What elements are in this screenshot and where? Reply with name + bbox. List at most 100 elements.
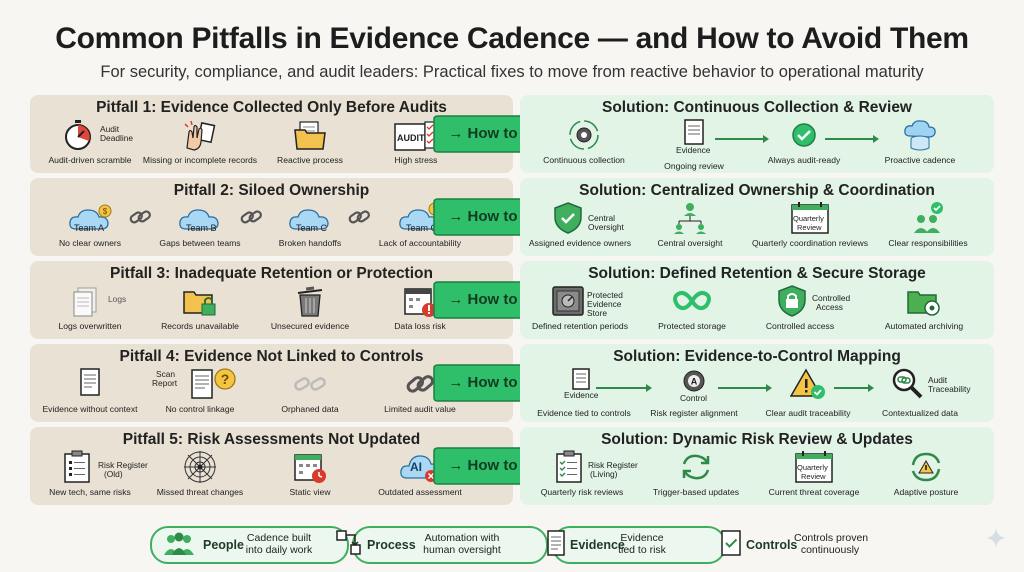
mini-label: Review	[797, 223, 822, 232]
solution-item: Risk Register (Living) Quarterly risk re…	[528, 449, 638, 505]
trash-icon	[292, 284, 328, 318]
pillar-desc-line: Evidence	[620, 532, 664, 544]
flow-segment	[352, 526, 548, 564]
item-caption: Quarterly risk reviews	[540, 487, 624, 497]
archive-folder-icon	[906, 284, 942, 318]
item-caption: Broken handoffs	[278, 238, 342, 248]
gear-cycle-icon	[566, 118, 602, 152]
spiderweb-icon	[182, 450, 218, 484]
mini-label: Risk Register	[98, 460, 148, 470]
item-caption: Audit-driven scramble	[48, 155, 132, 165]
mini-label: Controlled	[812, 293, 851, 303]
pitfall-row-3: Pitfall 3: Inadequate Retention or Prote…	[30, 261, 994, 339]
pillar-desc-line: Controls proven	[794, 532, 869, 544]
solution-item: Central Oversight Assigned evidence owne…	[526, 200, 634, 256]
item-caption: Data loss risk	[394, 321, 446, 331]
solution-item: Automated archiving	[870, 283, 978, 339]
mini-label: Central	[588, 213, 615, 223]
pitfall-item: $ Team A No clear owners	[36, 200, 144, 256]
pillar-desc: Evidence tied to risk	[614, 532, 670, 556]
broken-link-icon	[292, 367, 328, 401]
mini-label: Risk Register	[588, 460, 638, 470]
pitfall-panel: Pitfall 5: Risk Assessments Not Updated …	[30, 427, 513, 505]
solution-panel: Solution: Centralized Ownership & Coordi…	[520, 178, 994, 256]
item-caption: New tech, same risks	[49, 487, 131, 497]
mini-label: Report	[152, 378, 178, 388]
item-caption: No control linkage	[165, 404, 235, 414]
solution-item: Quarterly Review Quarterly coordination …	[752, 200, 868, 256]
connector-arrow	[596, 384, 652, 392]
document-icon	[72, 367, 108, 401]
calendar-clock-icon	[292, 450, 328, 484]
item-caption: Clear responsibilities	[888, 238, 968, 248]
pitfall-item: Reactive process	[256, 117, 364, 173]
adaptive-cycle-icon	[908, 450, 944, 484]
item-caption: Quarterly coordination reviews	[751, 238, 869, 248]
evidence-doc-icon	[546, 529, 566, 557]
pitfall-title: Pitfall 4: Evidence Not Linked to Contro…	[119, 348, 424, 365]
solution-item: Controlled Access Controlled access	[746, 283, 854, 339]
document-icon	[568, 367, 604, 401]
mini-label: (Living)	[590, 469, 618, 479]
pitfall-item: Missed threat changes	[146, 449, 254, 505]
mini-label: Team C	[296, 223, 328, 233]
item-caption: Proactive cadence	[884, 155, 956, 165]
solution-title: Solution: Defined Retention & Secure Sto…	[588, 265, 926, 282]
item-caption: No clear owners	[58, 238, 122, 248]
solution-item: Always audit-ready	[750, 117, 858, 173]
mini-label: Team B	[186, 223, 217, 233]
pitfall-title: Pitfall 3: Inadequate Retention or Prote…	[110, 265, 433, 282]
item-caption: Ongoing review	[664, 161, 724, 171]
calendar-alert-icon	[402, 284, 438, 318]
pitfall-item: Records unavailable	[146, 283, 254, 339]
mini-label: AUDIT	[397, 133, 425, 143]
mini-label: AI	[410, 460, 422, 474]
pitfall-item: Limited audit value	[366, 366, 474, 422]
pitfall-row-4: Pitfall 4: Evidence Not Linked to Contro…	[30, 344, 994, 422]
mini-label: Quarterly	[797, 463, 828, 472]
solution-item: Evidence Ongoing review	[640, 117, 748, 173]
item-caption: Evidence without context	[42, 404, 138, 414]
mini-label: Logs	[108, 294, 127, 304]
item-caption: Reactive process	[277, 155, 343, 165]
connector-arrow	[825, 135, 879, 143]
solution-item: Quarterly Review Current threat coverage	[760, 449, 868, 505]
mini-label: Access	[816, 302, 843, 312]
shield-lock-icon	[774, 284, 810, 318]
mini-label: Scan	[156, 369, 176, 379]
pillar-desc-line: Cadence built	[246, 532, 312, 544]
pitfall-panel: Pitfall 1: Evidence Collected Only Befor…	[30, 95, 513, 173]
solution-panel: Solution: Defined Retention & Secure Sto…	[520, 261, 994, 339]
pitfall-item: Data loss risk	[366, 283, 474, 339]
shield-check-icon	[550, 201, 586, 235]
pitfall-panel: Pitfall 4: Evidence Not Linked to Contro…	[30, 344, 513, 422]
solution-panel: Solution: Continuous Collection & Review…	[520, 95, 994, 173]
solution-item: Continuous collection	[530, 117, 638, 173]
clipboard-icon	[60, 450, 96, 484]
folder-icon	[292, 118, 328, 152]
link-icon	[128, 206, 152, 228]
cloud-team-icon	[287, 201, 333, 235]
item-caption: Missing or incomplete records	[142, 155, 258, 165]
pitfall-item: Evidence without context	[36, 366, 144, 422]
sparkle-icon	[985, 527, 1007, 549]
svg-text:A: A	[691, 377, 698, 387]
solution-item: Audit Traceability Contextualized data	[866, 366, 974, 422]
mini-label: Control	[680, 393, 707, 403]
pillar-desc-line: continuously	[800, 544, 860, 556]
pitfall-row-1: Pitfall 1: Evidence Collected Only Befor…	[30, 95, 994, 173]
link-icon	[402, 367, 438, 401]
item-caption: Continuous collection	[543, 155, 625, 165]
solution-title: Solution: Dynamic Risk Review & Updates	[601, 431, 913, 448]
item-caption: Orphaned data	[281, 404, 339, 414]
pitfall-item: Missing or incomplete records	[143, 117, 257, 173]
item-caption: Automated archiving	[884, 321, 964, 331]
pitfall-title: Pitfall 5: Risk Assessments Not Updated	[122, 431, 421, 448]
mini-label: Oversight	[588, 222, 624, 232]
calendar-review-icon	[794, 450, 834, 484]
pillar-desc-line: tied to risk	[618, 544, 666, 556]
item-caption: Evidence tied to controls	[537, 408, 631, 418]
pillar-desc: Controls proven continuously	[794, 532, 869, 556]
item-caption: Outdated assessment	[378, 487, 462, 497]
connector-arrow	[715, 135, 769, 143]
